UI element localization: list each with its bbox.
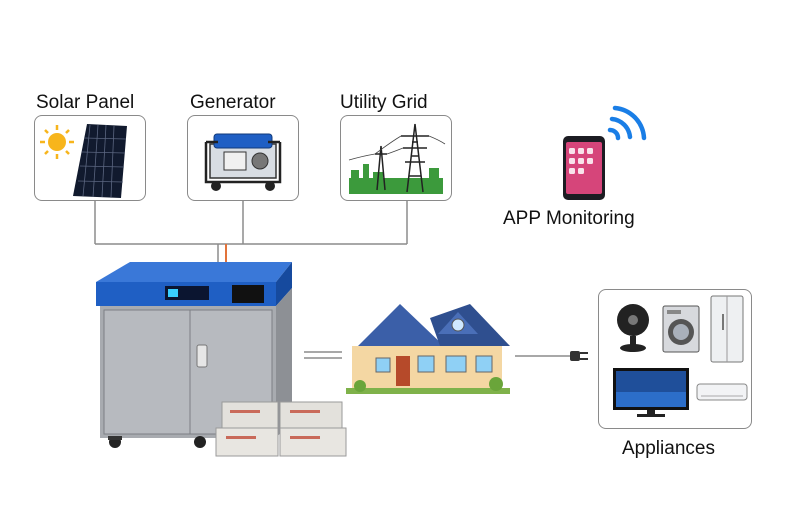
generator-icon bbox=[204, 133, 282, 191]
app-monitoring-label: APP Monitoring bbox=[503, 208, 635, 229]
generator-box bbox=[187, 115, 299, 201]
plug-icon bbox=[570, 351, 588, 361]
utility-grid-box bbox=[340, 115, 452, 201]
air-conditioner-icon bbox=[696, 383, 748, 401]
generator-label: Generator bbox=[190, 92, 276, 113]
fan-icon bbox=[617, 304, 649, 352]
solar-panel-label: Solar Panel bbox=[36, 92, 135, 113]
solar-panel-box bbox=[34, 115, 146, 201]
television-icon bbox=[613, 368, 689, 417]
solar-panel-icon bbox=[40, 124, 127, 198]
appliance-icons bbox=[613, 295, 748, 417]
washing-machine-icon bbox=[662, 305, 700, 353]
appliances-label: Appliances bbox=[622, 438, 715, 459]
appliances-box bbox=[598, 289, 752, 429]
refrigerator-icon bbox=[710, 295, 744, 363]
utility-grid-label: Utility Grid bbox=[340, 92, 428, 113]
utility-grid-icon bbox=[348, 123, 446, 194]
